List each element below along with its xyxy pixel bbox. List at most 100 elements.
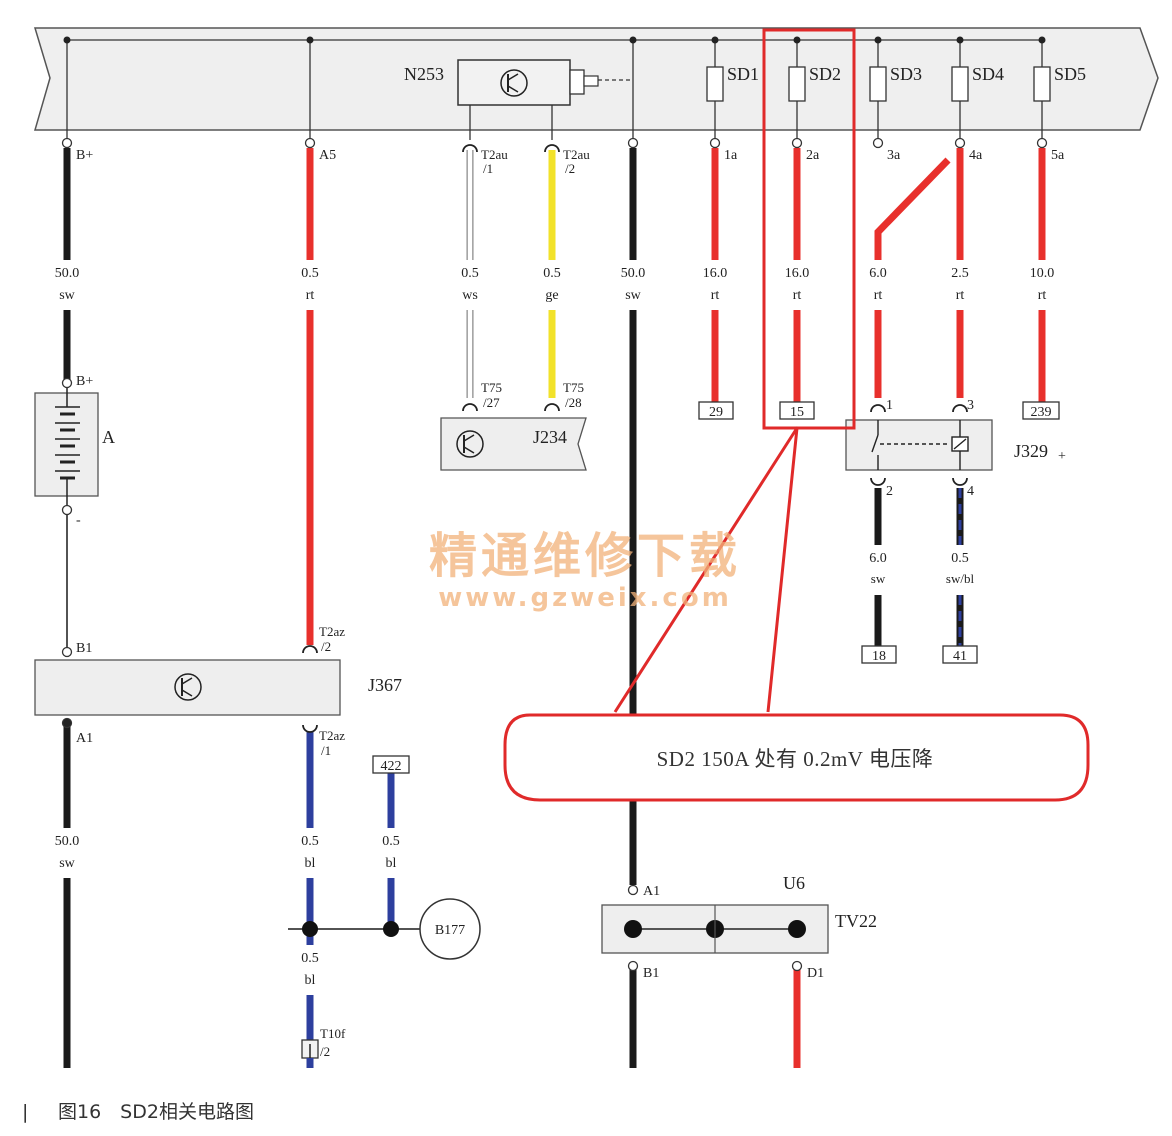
w4-size: 0.5: [543, 266, 561, 281]
w15-size: 0.5: [382, 834, 400, 849]
pin-hooks-j234: [462, 403, 560, 412]
transistor-icon: [500, 69, 528, 97]
pin-circles: [61, 137, 1048, 149]
pin-t2az-1-num: /1: [321, 743, 331, 758]
j367-b1-terminal: [61, 646, 73, 658]
w2-color: rt: [306, 288, 315, 303]
j329-box: [845, 419, 993, 471]
w1-color: sw: [59, 288, 75, 303]
tv22-node-1: [624, 920, 642, 938]
w2-size: 0.5: [301, 266, 319, 281]
w10-color: rt: [1038, 288, 1047, 303]
pin-t10f: T10f: [320, 1026, 346, 1041]
battery-minus-terminal: [61, 504, 73, 516]
w8-color: rt: [874, 288, 883, 303]
w14-size: 0.5: [301, 834, 319, 849]
pin-battery-minus: -: [76, 513, 81, 528]
watermark-title: 精通维修下载: [429, 528, 741, 584]
w5-color: sw: [625, 288, 641, 303]
fuse-label-sd5: SD5: [1054, 64, 1086, 84]
w9-color: rt: [956, 288, 965, 303]
pin-hooks-n253: [462, 144, 560, 153]
label-n253: N253: [404, 64, 444, 84]
w3-color: ws: [462, 288, 478, 303]
label-tv22: TV22: [835, 911, 877, 931]
pin-t2az-2: T2az: [319, 624, 345, 639]
ref-239: 239: [1031, 405, 1052, 420]
fuse-label-sd3: SD3: [890, 64, 922, 84]
battery-plus-terminal: [61, 377, 73, 389]
pin-t10f-num: /2: [320, 1044, 330, 1059]
ref-41: 41: [953, 649, 967, 664]
pin-5a: 5a: [1051, 148, 1065, 163]
watermark-url: www.gzweix.com: [438, 583, 732, 613]
battery-icon: [55, 380, 80, 510]
w16-color: bl: [305, 973, 316, 988]
pin-j329-2: 2: [886, 484, 893, 499]
pin-u6-b1: B1: [643, 966, 659, 981]
ref-29-box: [698, 401, 734, 420]
ref-239-box: [1022, 401, 1060, 420]
junction-dot-right: [383, 921, 399, 937]
u6-a1-terminal: [627, 884, 639, 896]
w9-size: 2.5: [951, 266, 969, 281]
pin-u6-d1: D1: [807, 966, 824, 981]
w11-size: 6.0: [869, 551, 887, 566]
fuse-label-sd2: SD2: [809, 64, 841, 84]
pin-t2az-2-num: /2: [321, 639, 331, 654]
bus-junctions: [63, 36, 1046, 44]
w14-color: bl: [305, 856, 316, 871]
w8-size: 6.0: [869, 266, 887, 281]
junction-dot-left: [302, 921, 318, 937]
w10-size: 10.0: [1030, 266, 1055, 281]
wire-labels-row1: 50.0 sw 0.5 rt 0.5 ws 0.5 ge 50.0 sw 16.…: [55, 266, 1055, 303]
pin-t75-27-num: /27: [483, 395, 500, 410]
pin-4a: 4a: [969, 148, 983, 163]
pin-hooks-j367: [302, 645, 318, 733]
n253-plug: [583, 75, 599, 87]
ref-422: 422: [381, 759, 402, 774]
pin-t2au-2-num: /2: [565, 161, 575, 176]
pin-j367-a1: A1: [76, 731, 93, 746]
pin-u6-a1: A1: [643, 884, 660, 899]
callout-pointer: [613, 426, 799, 713]
w7-size: 16.0: [785, 266, 810, 281]
ref-15-box: [779, 401, 815, 420]
u6-b1-terminal: [627, 960, 639, 972]
w5-size: 50.0: [621, 266, 646, 281]
pin-2a: 2a: [806, 148, 820, 163]
tv22-node-3: [788, 920, 806, 938]
n253-box: [457, 59, 571, 106]
pin-hooks-j329: [870, 404, 968, 486]
pin-b-plus: B+: [76, 148, 93, 163]
w12-size: 0.5: [951, 551, 969, 566]
pin-a5: A5: [319, 148, 336, 163]
n253-connector: [569, 69, 585, 95]
ref-15: 15: [790, 405, 804, 420]
w6-size: 16.0: [703, 266, 728, 281]
wire-labels-j329: 6.0 sw 0.5 sw/bl: [869, 551, 974, 586]
pin-t75-28: T75: [563, 380, 584, 395]
pin-j329-4: 4: [967, 484, 974, 499]
label-b177: B177: [435, 923, 465, 938]
j234-box: [440, 417, 587, 471]
transistor-icon-j234: [456, 430, 484, 458]
fuse-sd3: [869, 66, 887, 102]
w12-color: sw/bl: [946, 571, 975, 586]
w1-size: 50.0: [55, 266, 80, 281]
fuse-sd1: [706, 66, 724, 102]
w13-color: sw: [59, 856, 75, 871]
figure-caption: 图16 SD2相关电路图: [58, 1101, 254, 1123]
pin-battery-plus: B+: [76, 374, 93, 389]
w15-color: bl: [386, 856, 397, 871]
ref-422-box: [372, 755, 410, 774]
b177-circle: [419, 898, 481, 960]
transistor-icon-j367: [174, 673, 202, 701]
fuse-label-sd4: SD4: [972, 64, 1004, 84]
callout-bubble: [503, 713, 1090, 802]
w4-color: ge: [545, 288, 558, 303]
ref-18-box: [861, 645, 897, 664]
j367-a1-terminal: [61, 717, 73, 729]
ref-41-box: [942, 645, 978, 664]
